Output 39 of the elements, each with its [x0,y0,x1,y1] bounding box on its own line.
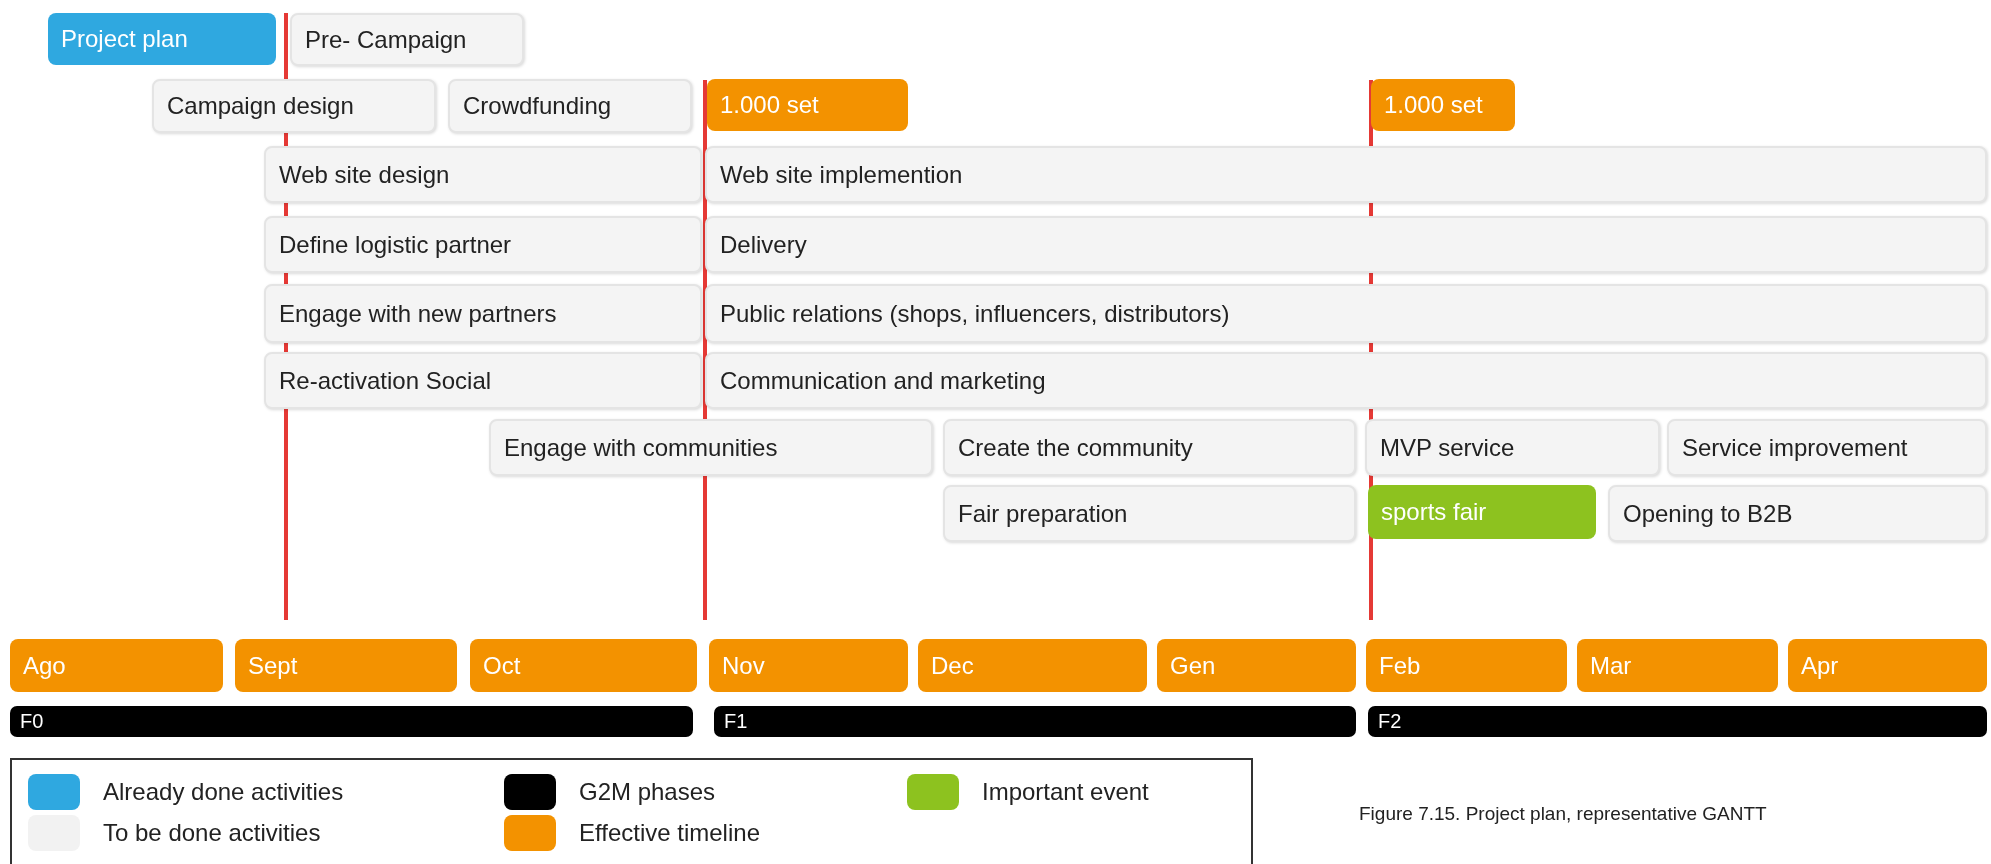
activity-bar: Public relations (shops, influencers, distributors) [705,284,1987,343]
timeline-bar: Dec [918,639,1147,692]
legend-label: Already done activities [103,778,344,806]
activity-bar: Project plan [48,13,276,65]
activity-bar: Crowdfunding [448,79,692,133]
activity-bar: Opening to B2B [1608,485,1987,542]
activity-bar: Fair preparation [943,485,1356,542]
timeline-bar: 1.000 set [1371,79,1515,131]
activity-bar: Re-activation Social [264,352,702,409]
event-bar: sports fair [1368,485,1596,539]
phase-bar: F1 [714,706,1356,737]
timeline-bar: Oct [470,639,697,692]
activity-bar: Service improvement [1667,419,1987,476]
phase-bar: F0 [10,706,693,737]
figure-caption: Figure 7.15. Project plan, representative GANTT [1359,803,1767,825]
activity-bar: Pre- Campaign [290,13,524,66]
activity-bar: Web site design [264,146,702,203]
activity-bar: Engage with communities [489,419,933,476]
timeline-bar: Apr [1788,639,1987,692]
timeline-bar: Sept [235,639,457,692]
legend-label: Effective timeline [579,819,760,847]
activity-bar: Create the community [943,419,1356,476]
timeline-bar: Mar [1577,639,1778,692]
legend-label: To be done activities [103,819,321,847]
activity-bar: Campaign design [152,79,436,133]
timeline-bar: Gen [1157,639,1356,692]
activity-bar: Engage with new partners [264,284,702,343]
timeline-bar: Feb [1366,639,1567,692]
activity-bar: Communication and marketing [705,352,1987,409]
activity-bar: Web site implemention [705,146,1987,203]
legend-label: G2M phases [579,778,716,806]
phase-bar: F2 [1368,706,1987,737]
activity-bar: Define logistic partner [264,216,702,273]
timeline-bar: Ago [10,639,223,692]
timeline-bar: Nov [709,639,908,692]
activity-bar: MVP service [1365,419,1660,476]
legend-label: Important event [982,778,1149,806]
timeline-bar: 1.000 set [707,79,908,131]
activity-bar: Delivery [705,216,1987,273]
